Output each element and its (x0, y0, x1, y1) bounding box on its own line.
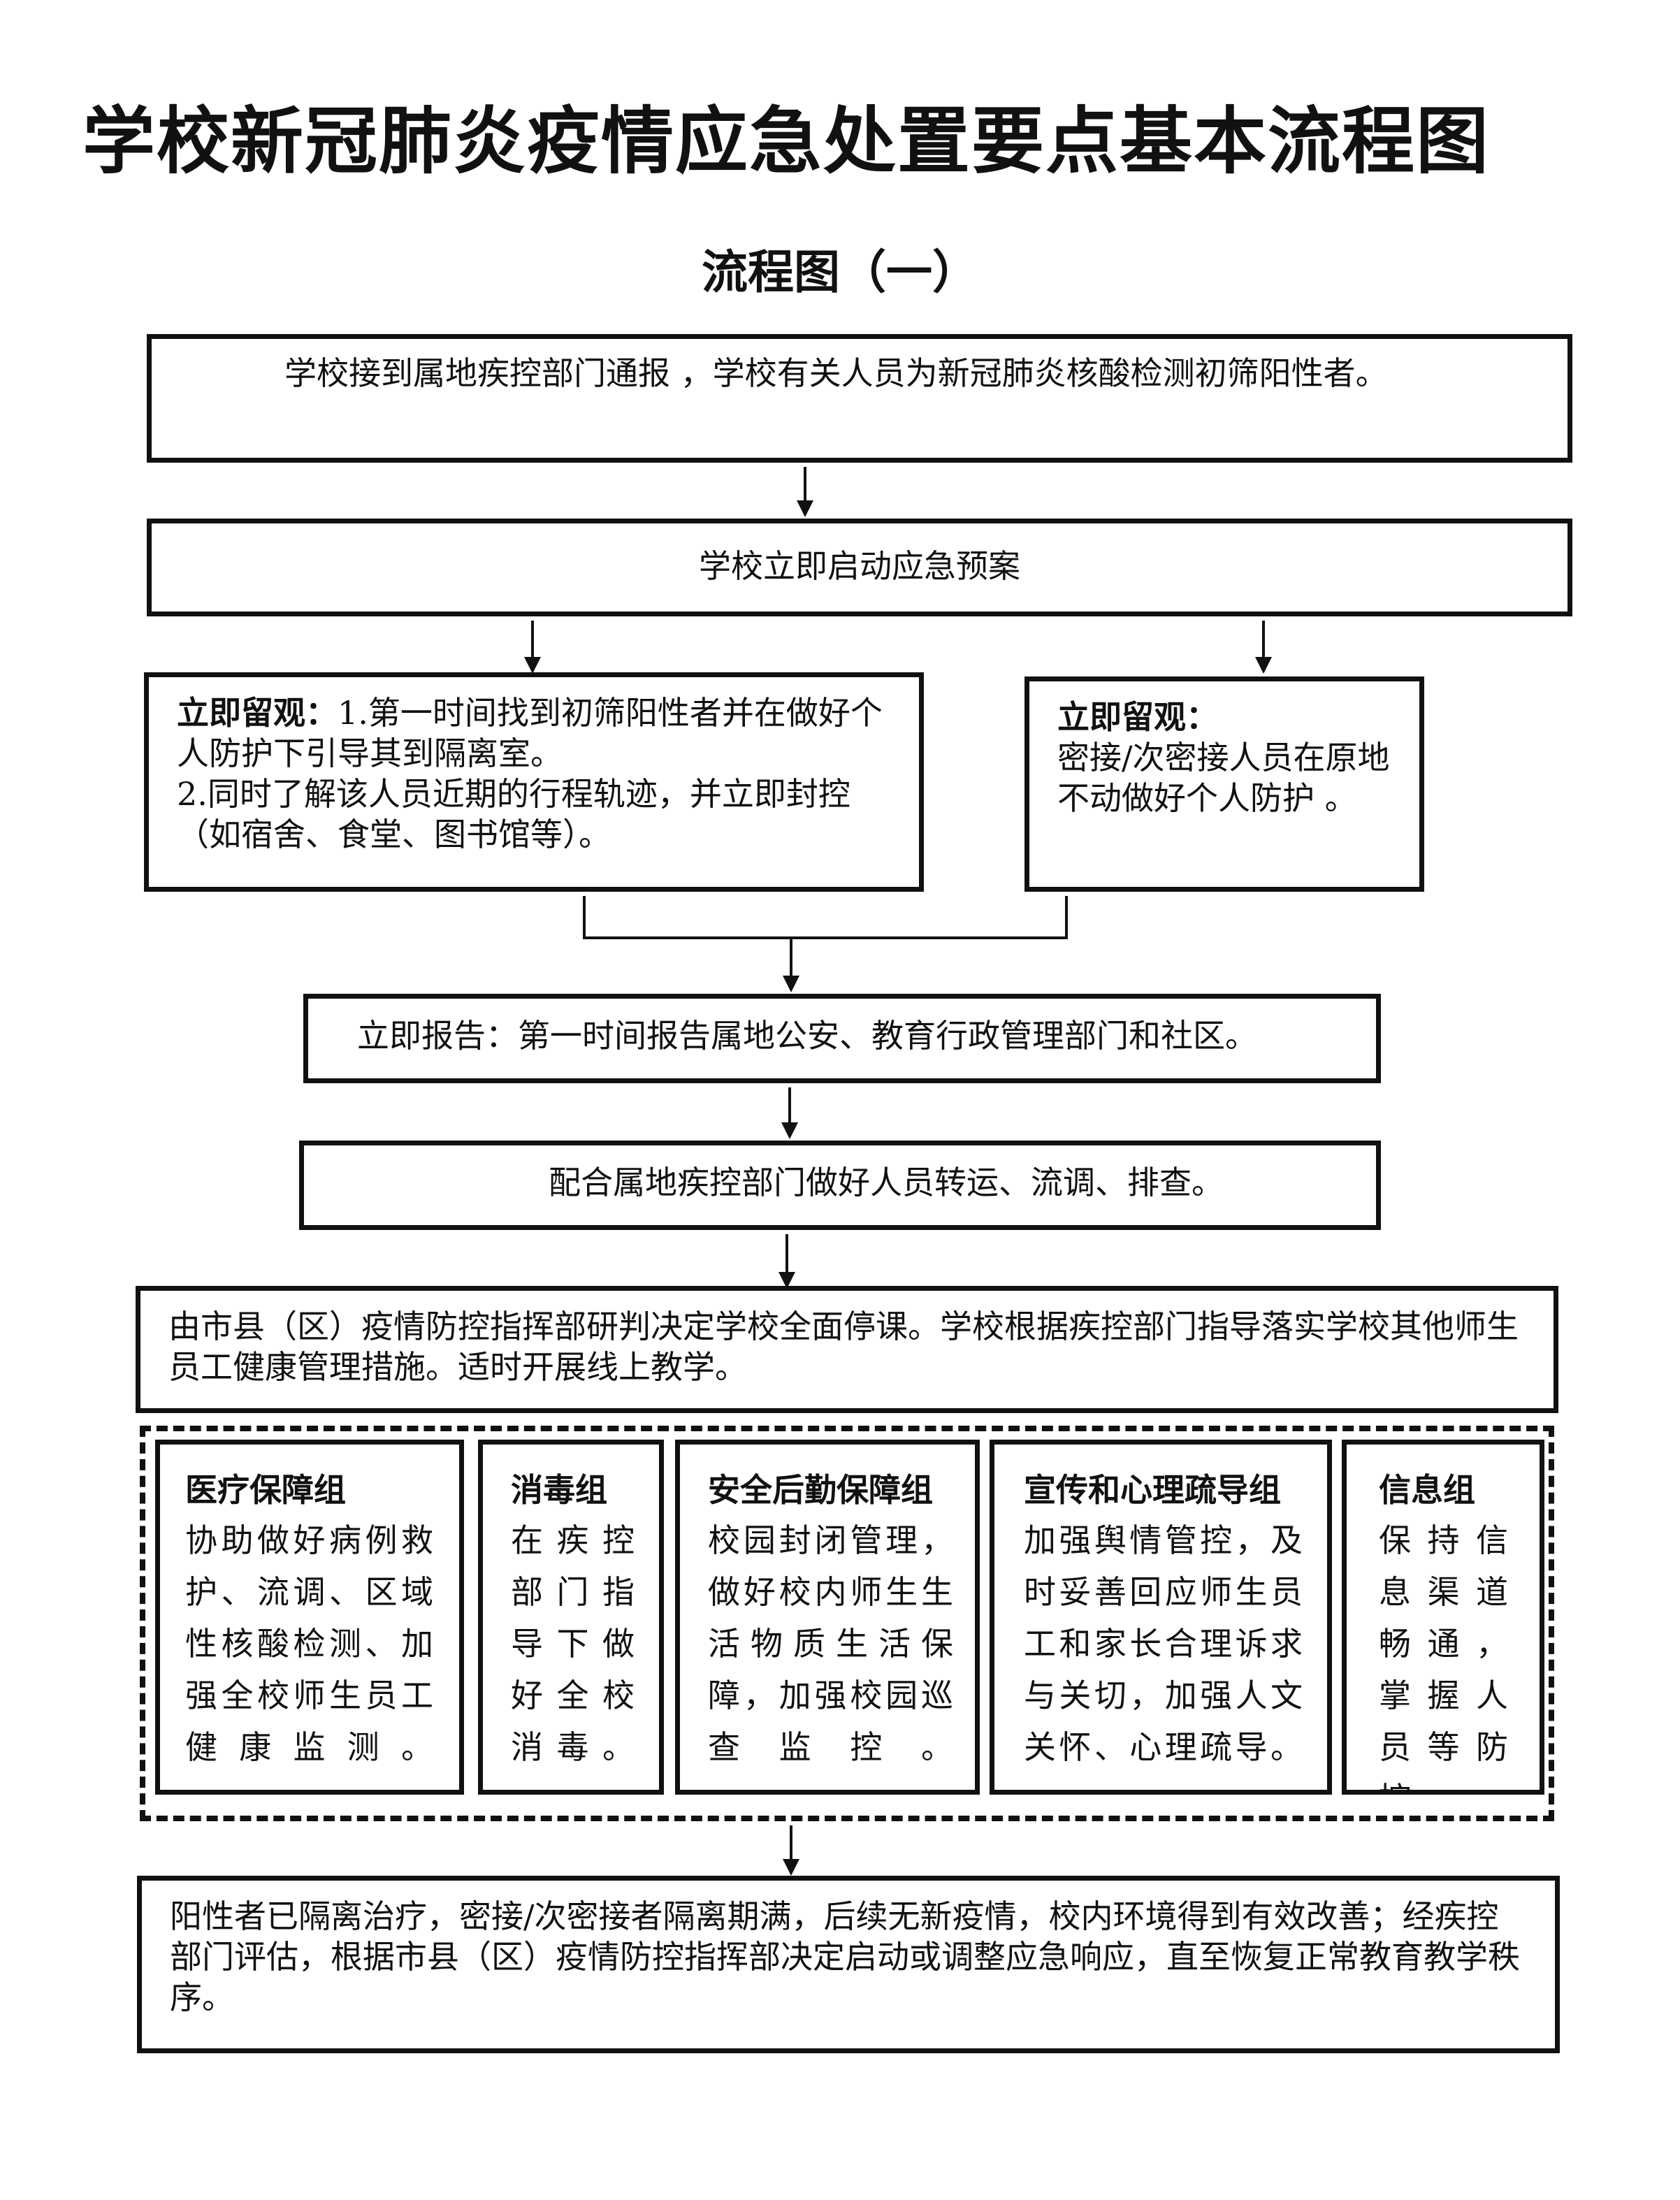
cooperate-text: 配合属地疾控部门做好人员转运、流调、排查。 (549, 1164, 1224, 1201)
final-text: 阳性者已隔离治疗，密接/次密接者隔离期满，后续无新疫情，校内环境得到有效改善；经… (170, 1897, 1520, 2016)
observe-left-line2: 2.同时了解该人员近期的行程轨迹，并立即封控（如宿舍、食堂、图书馆等）。 (177, 775, 850, 853)
observe-right-label: 立即留观： (1057, 698, 1218, 736)
group-medical-title: 医疗保障组 (185, 1471, 346, 1509)
arrow-head-plan-right (1255, 657, 1272, 674)
flowchart-subtitle: 流程图（一） (702, 245, 978, 299)
arrow-plan-right (1262, 621, 1265, 660)
observe-left-label: 立即留观： (177, 694, 338, 732)
group-medical-body: 协助做好病例救护、流调、区域性核酸检测、加强全校师生员工健康监测。 (185, 1521, 434, 1766)
arrow-head-plan-left (524, 657, 541, 674)
observe-left-line1: 1.第一时间找到初筛阳性者并在做好个人防护下引导其到隔离室。 (177, 694, 883, 772)
merge-horizontal (583, 936, 1068, 939)
observe-right-box: 立即留观： 密接/次密接人员在原地不动做好个人防护 。 (1024, 676, 1424, 892)
report-text: 立即报告：第一时间报告属地公安、教育行政管理部门和社区。 (357, 1017, 1257, 1055)
group-disinfection-title: 消毒组 (511, 1471, 607, 1509)
page-title: 学校新冠肺炎疫情应急处置要点基本流程图 (82, 99, 1491, 184)
arrow-cooperate-suspend (785, 1234, 788, 1275)
notify-box: 学校接到属地疾控部门通报 ，学校有关人员为新冠肺炎核酸检测初筛阳性者。 (147, 334, 1572, 463)
observe-left-box: 立即留观：1.第一时间找到初筛阳性者并在做好个人防护下引导其到隔离室。 2.同时… (144, 672, 924, 892)
merge-right-down (1065, 896, 1068, 939)
groups-dashed-frame (140, 1426, 1554, 1821)
arrow-groups-final (790, 1825, 792, 1862)
group-disinfection-body: 在疾控部门指导下做好全校消毒。 (511, 1521, 635, 1766)
report-box: 立即报告：第一时间报告属地公安、教育行政管理部门和社区。 (303, 994, 1381, 1083)
group-information: 信息组 保持信息渠道畅通，掌握人员等防控 (1342, 1440, 1544, 1795)
group-logistics: 安全后勤保障组 校园封闭管理，做好校内师生生活物质生活保障，加强校园巡查监控。 (675, 1440, 980, 1795)
arrow-head-notify-plan (797, 500, 813, 517)
group-information-title: 信息组 (1379, 1471, 1475, 1509)
group-medical: 医疗保障组 协助做好病例救护、流调、区域性核酸检测、加强全校师生员工健康监测。 (155, 1440, 464, 1795)
group-disinfection: 消毒组 在疾控部门指导下做好全校消毒。 (478, 1440, 664, 1795)
group-information-body: 保持信息渠道畅通，掌握人员等防控 (1379, 1521, 1509, 1790)
final-box: 阳性者已隔离治疗，密接/次密接者隔离期满，后续无新疫情，校内环境得到有效改善；经… (137, 1876, 1560, 2053)
plan-box: 学校立即启动应急预案 (147, 519, 1572, 616)
suspend-text: 由市县（区）疫情防控指挥部研判决定学校全面停课。学校根据疾控部门指导落实学校其他… (168, 1308, 1519, 1386)
arrow-report-cooperate (788, 1087, 791, 1125)
observe-right-text: 密接/次密接人员在原地不动做好个人防护 。 (1057, 739, 1390, 817)
suspend-box: 由市县（区）疫情防控指挥部研判决定学校全面停课。学校根据疾控部门指导落实学校其他… (136, 1286, 1558, 1413)
group-publicity: 宣传和心理疏导组 加强舆情管控，及时妥善回应师生员工和家长合理诉求与关切，加强人… (990, 1440, 1332, 1795)
observe-left-para1: 立即留观：1.第一时间找到初筛阳性者并在做好个人防护下引导其到隔离室。 (177, 693, 901, 774)
arrow-head-groups-final (783, 1859, 799, 1876)
arrow-notify-plan (804, 467, 806, 503)
arrow-head-report-cooperate (781, 1122, 798, 1139)
plan-text: 学校立即启动应急预案 (699, 547, 1020, 585)
arrow-plan-left (531, 621, 534, 660)
group-publicity-body: 加强舆情管控，及时妥善回应师生员工和家长合理诉求与关切，加强人文关怀、心理疏导。 (1024, 1521, 1303, 1766)
cooperate-box: 配合属地疾控部门做好人员转运、流调、排查。 (299, 1141, 1381, 1230)
group-publicity-title: 宣传和心理疏导组 (1024, 1471, 1281, 1509)
merge-left-down (583, 896, 586, 939)
group-logistics-body: 校园封闭管理，做好校内师生生活物质生活保障，加强校园巡查监控。 (708, 1521, 954, 1766)
arrow-head-merge-report (783, 976, 799, 992)
notify-text: 学校接到属地疾控部门通报 ，学校有关人员为新冠肺炎核酸检测初筛阳性者。 (284, 354, 1388, 392)
group-logistics-title: 安全后勤保障组 (708, 1471, 933, 1509)
arrow-merge-report (790, 939, 792, 978)
